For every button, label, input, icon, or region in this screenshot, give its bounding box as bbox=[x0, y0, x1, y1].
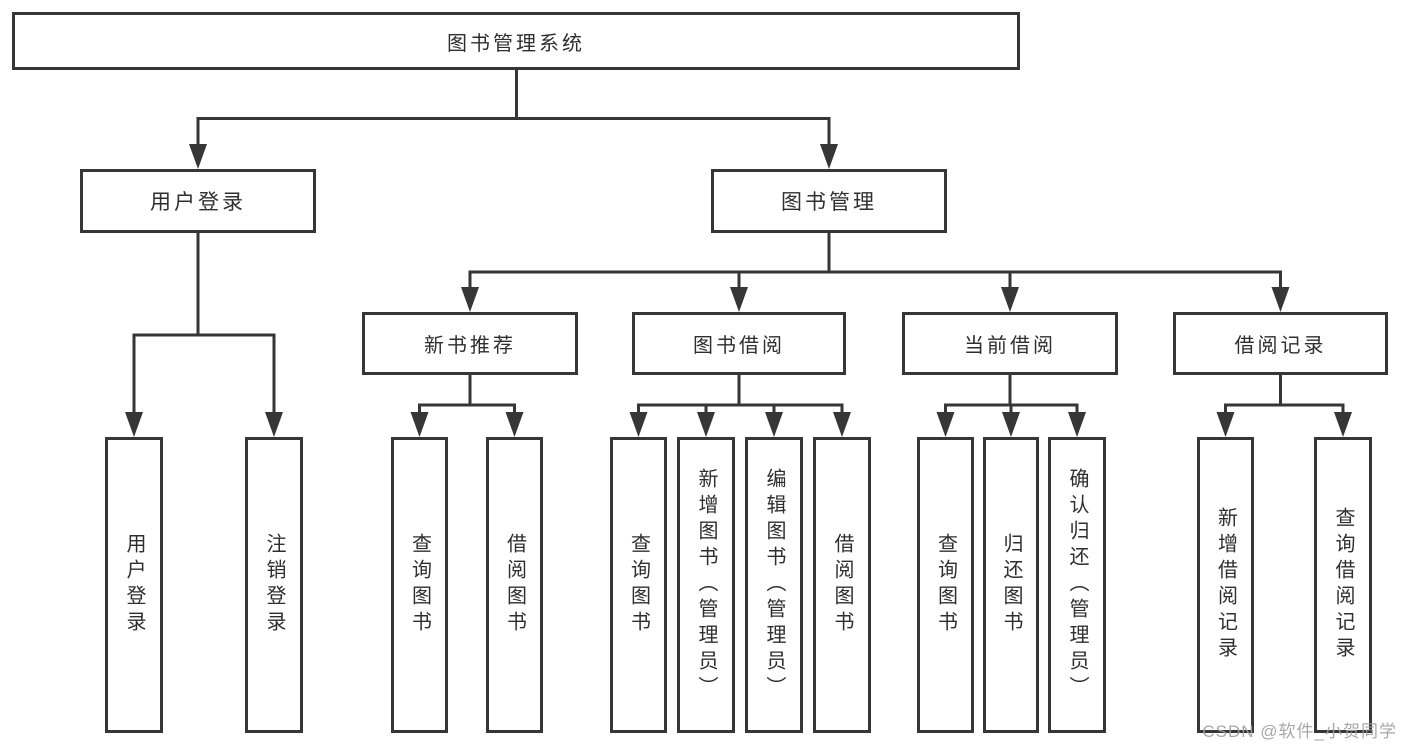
leaf-confirm-return-admin: 确认归还（管理员） bbox=[1048, 437, 1106, 733]
leaf-label: 查询图书 bbox=[627, 533, 650, 637]
leaf-label: 查询借阅记录 bbox=[1332, 507, 1354, 663]
node-borrow-records: 借阅记录 bbox=[1173, 312, 1388, 375]
leaf-search-books-recommend: 查询图书 bbox=[391, 437, 448, 733]
node-root-library-system: 图书管理系统 bbox=[12, 12, 1020, 70]
leaf-search-borrow-record: 查询借阅记录 bbox=[1314, 437, 1372, 733]
leaf-search-books-borrow: 查询图书 bbox=[610, 437, 667, 733]
node-book-borrow: 图书借阅 bbox=[632, 312, 846, 375]
leaf-edit-books-admin: 编辑图书（管理员） bbox=[745, 437, 803, 733]
leaf-add-books-admin: 新增图书（管理员） bbox=[677, 437, 735, 733]
leaf-label: 确认归还（管理员） bbox=[1066, 468, 1088, 702]
leaf-user-login: 用户登录 bbox=[105, 437, 163, 733]
leaf-label: 借阅图书 bbox=[503, 533, 526, 637]
leaf-label: 编辑图书（管理员） bbox=[763, 468, 785, 702]
node-user-login: 用户登录 bbox=[80, 169, 316, 233]
node-new-book-recommend: 新书推荐 bbox=[362, 312, 578, 375]
leaf-return-books: 归还图书 bbox=[983, 437, 1039, 733]
leaf-label: 查询图书 bbox=[934, 533, 957, 637]
node-book-management: 图书管理 bbox=[711, 169, 947, 233]
leaf-label: 用户登录 bbox=[123, 533, 145, 637]
leaf-borrow-books: 借阅图书 bbox=[813, 437, 871, 733]
leaf-label: 查询图书 bbox=[408, 533, 431, 637]
leaf-add-borrow-record: 新增借阅记录 bbox=[1197, 437, 1254, 733]
leaf-label: 借阅图书 bbox=[831, 533, 853, 637]
leaf-label: 新增图书（管理员） bbox=[695, 468, 717, 702]
leaf-label: 新增借阅记录 bbox=[1214, 507, 1237, 663]
node-current-borrow: 当前借阅 bbox=[902, 312, 1118, 375]
leaf-label: 注销登录 bbox=[263, 533, 285, 637]
leaf-borrow-books-recommend: 借阅图书 bbox=[486, 437, 543, 733]
arrowheads bbox=[125, 144, 1352, 437]
leaf-label: 归还图书 bbox=[1000, 533, 1022, 637]
leaf-logout: 注销登录 bbox=[245, 437, 303, 733]
csdn-watermark: CSDN @软件_小贺同学 bbox=[1202, 722, 1397, 741]
leaf-search-books-current: 查询图书 bbox=[917, 437, 974, 733]
